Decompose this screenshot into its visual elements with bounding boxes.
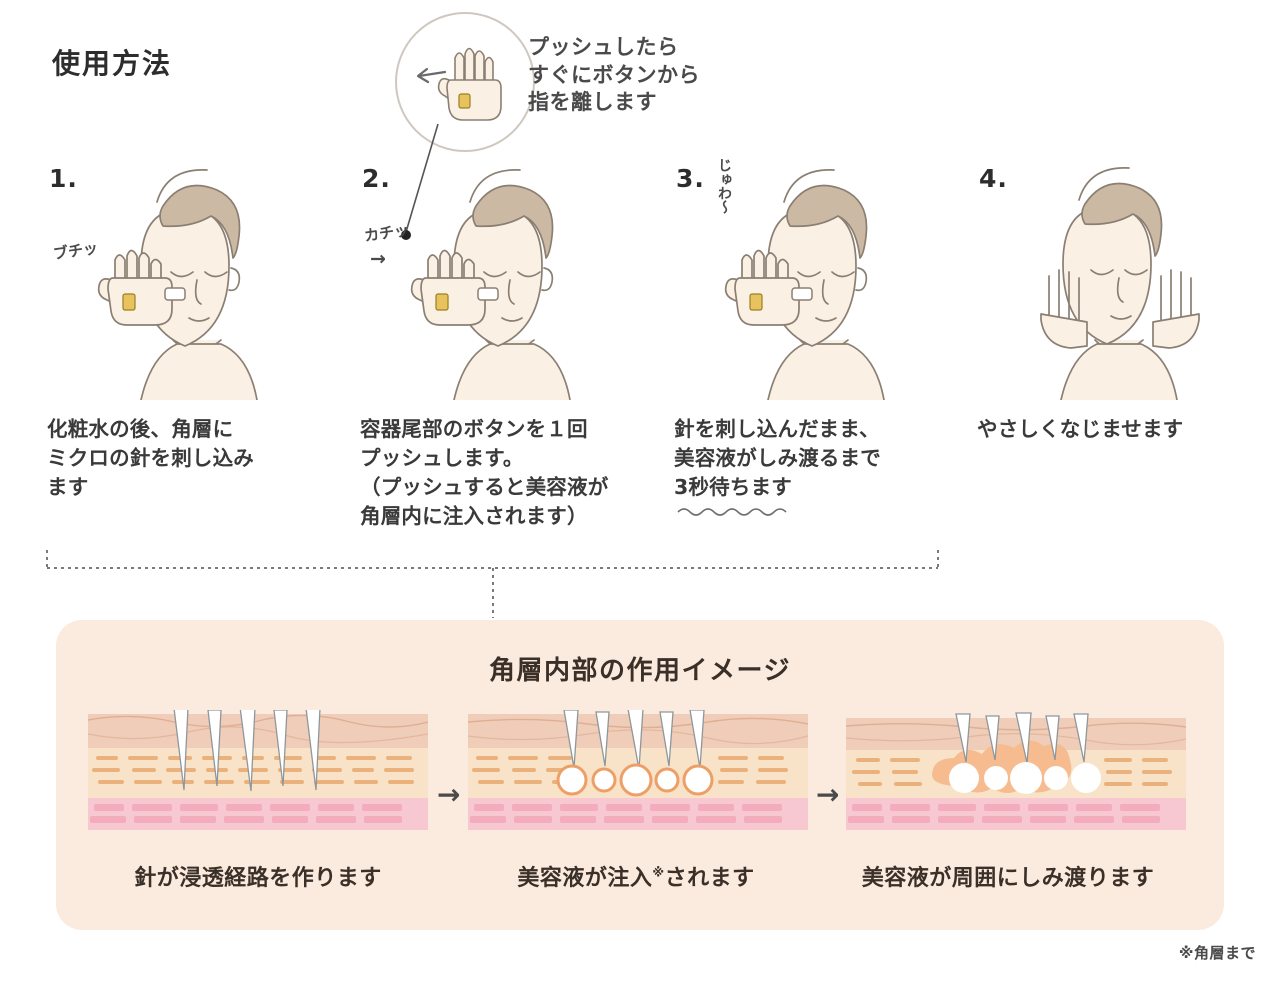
skin-diagram-stage-1 bbox=[88, 710, 428, 830]
step-1-caption: 化粧水の後、角層に ミクロの針を刺し込み ます bbox=[47, 417, 254, 500]
step-2-caption: 容器尾部のボタンを１回 プッシュします。 （プッシュすると美容液が 角層内に注入… bbox=[360, 417, 609, 529]
stage-1-caption: 針が浸透経路を作ります bbox=[134, 866, 382, 891]
step-3-sfx-label: じゅわ〜 bbox=[716, 158, 732, 214]
step-1-number: 1. bbox=[49, 164, 78, 193]
callout-circle-hand-icon bbox=[395, 12, 535, 152]
step-2-arrow-icon: → bbox=[370, 248, 386, 270]
step-1-illustration bbox=[97, 169, 258, 400]
step-2-number: 2. bbox=[362, 164, 391, 193]
step-3-illustration bbox=[724, 169, 885, 400]
step-4-caption: やさしくなじませます bbox=[977, 417, 1184, 441]
page-title: 使用方法 bbox=[52, 47, 173, 80]
dotted-bracket-connector bbox=[46, 550, 939, 618]
stage-arrow-1-icon: → bbox=[437, 778, 461, 811]
step-3-wavy-underline bbox=[677, 508, 787, 516]
stage-2-caption: 美容液が注入※されます bbox=[456, 860, 816, 892]
footnote: ※角層まで bbox=[1178, 944, 1256, 962]
stage-2-caption-tail: されます bbox=[664, 866, 755, 891]
skin-stage-row: → bbox=[56, 700, 1224, 860]
step-4: 4. bbox=[975, 150, 1275, 550]
callout-text: プッシュしたら すぐにボタンから 指を離します bbox=[528, 35, 700, 115]
stage-arrow-2-icon: → bbox=[816, 778, 840, 811]
step-1: 1. ブチッ bbox=[45, 150, 345, 550]
step-2-illustration bbox=[410, 169, 571, 400]
step-4-illustration bbox=[1040, 167, 1200, 400]
skin-diagram-stage-2 bbox=[468, 710, 808, 830]
stage-3-caption: 美容液が周囲にしみ渡ります bbox=[861, 866, 1155, 891]
action-image-panel: 角層内部の作用イメージ bbox=[56, 620, 1224, 930]
panel-title: 角層内部の作用イメージ bbox=[489, 656, 791, 686]
step-3: 3. じゅわ〜 bbox=[672, 150, 972, 550]
step-3-number: 3. bbox=[676, 164, 705, 193]
step-4-number: 4. bbox=[979, 164, 1008, 193]
skin-diagram-stage-3 bbox=[846, 712, 1186, 830]
stage-2-caption-main: 美容液が注入 bbox=[517, 866, 653, 891]
step-3-caption: 針を刺し込んだまま、 美容液がしみ渡るまで 3秒待ちます bbox=[674, 417, 881, 500]
step-2: 2. カチッ → bbox=[358, 150, 658, 550]
callout-leader-line bbox=[401, 123, 439, 240]
stage-2-caption-mark: ※ bbox=[652, 865, 665, 880]
